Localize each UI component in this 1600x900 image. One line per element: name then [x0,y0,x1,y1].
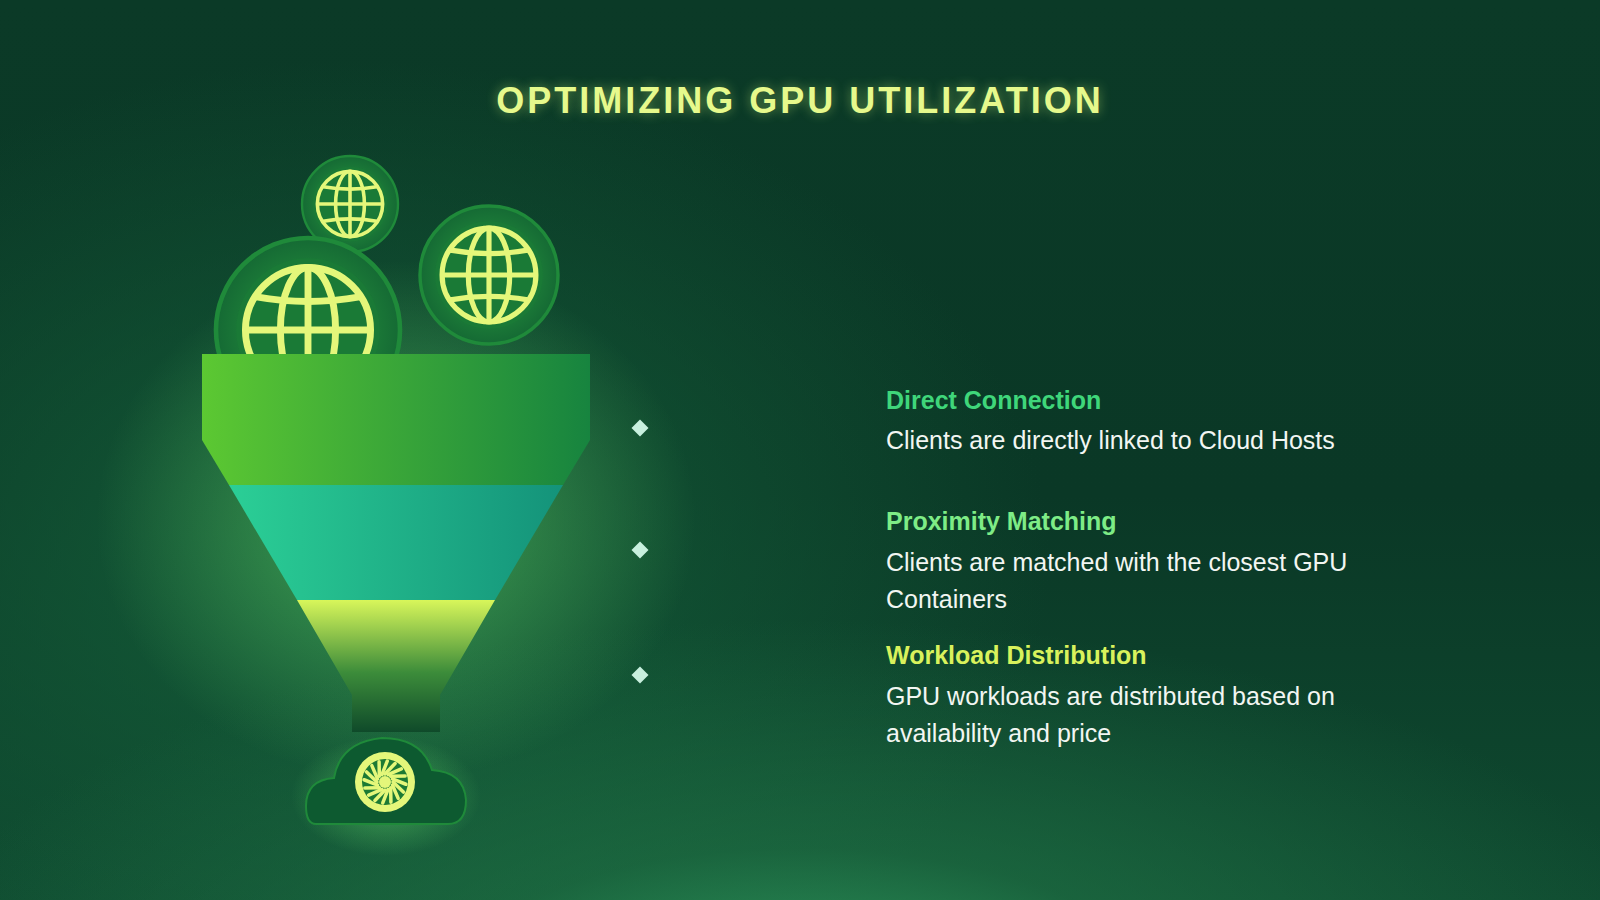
item-description: GPU workloads are distributed based on a… [886,678,1426,752]
item-description: Clients are matched with the closest GPU… [886,544,1426,618]
item-description: Clients are directly linked to Cloud Hos… [886,422,1426,459]
item-heading: Proximity Matching [886,507,1117,536]
item-heading: Workload Distribution [886,641,1147,670]
item-heading: Direct Connection [886,386,1101,415]
diagram-title: OPTIMIZING GPU UTILIZATION [0,80,1600,122]
